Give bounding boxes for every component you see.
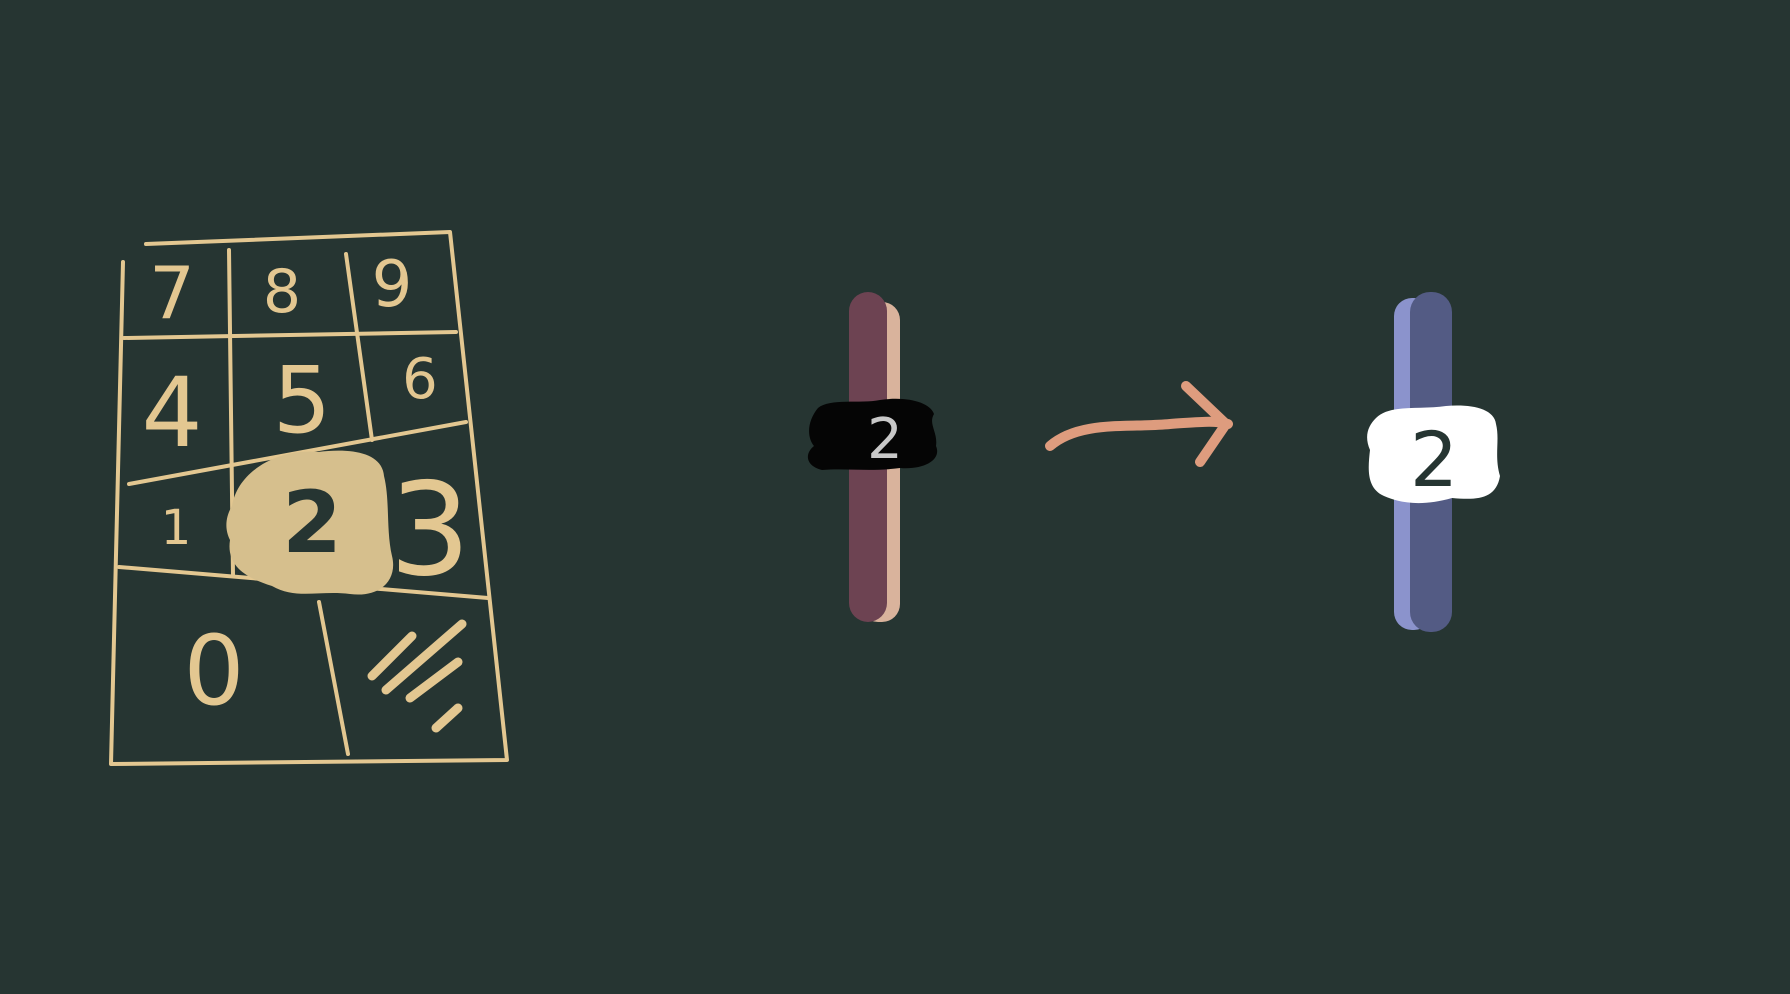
hatched-key	[367, 619, 467, 733]
key-label-2: 2	[282, 473, 342, 573]
keypad-row-line	[122, 330, 458, 340]
key-label-8: 8	[263, 257, 301, 327]
after-stick-figure: 2	[1367, 292, 1500, 632]
key-label-0: 0	[183, 615, 244, 727]
after-tag-label: 2	[1410, 415, 1458, 504]
before-stick-figure: 2	[807, 292, 938, 622]
key-label-5: 5	[273, 347, 332, 454]
key-label-3: 3	[389, 456, 470, 605]
key-label-9: 9	[372, 248, 413, 322]
keypad-labels: 7 8 9 4 5 6 1 2 3 0	[141, 248, 470, 727]
before-tag-label: 2	[867, 407, 903, 472]
arrow-head	[1181, 381, 1231, 467]
before-tag	[807, 398, 938, 470]
after-tag	[1367, 405, 1500, 504]
key-label-4: 4	[141, 357, 202, 469]
keypad-frame	[109, 230, 509, 766]
key-label-7: 7	[149, 251, 195, 335]
arrow-shaft	[1045, 416, 1233, 451]
keypad-col-line	[317, 600, 350, 756]
pressed-key-blob	[226, 450, 394, 595]
keypad-col-line	[344, 252, 374, 442]
key-label-1: 1	[161, 500, 192, 556]
key-label-6: 6	[402, 347, 438, 412]
arrow	[1045, 381, 1233, 467]
